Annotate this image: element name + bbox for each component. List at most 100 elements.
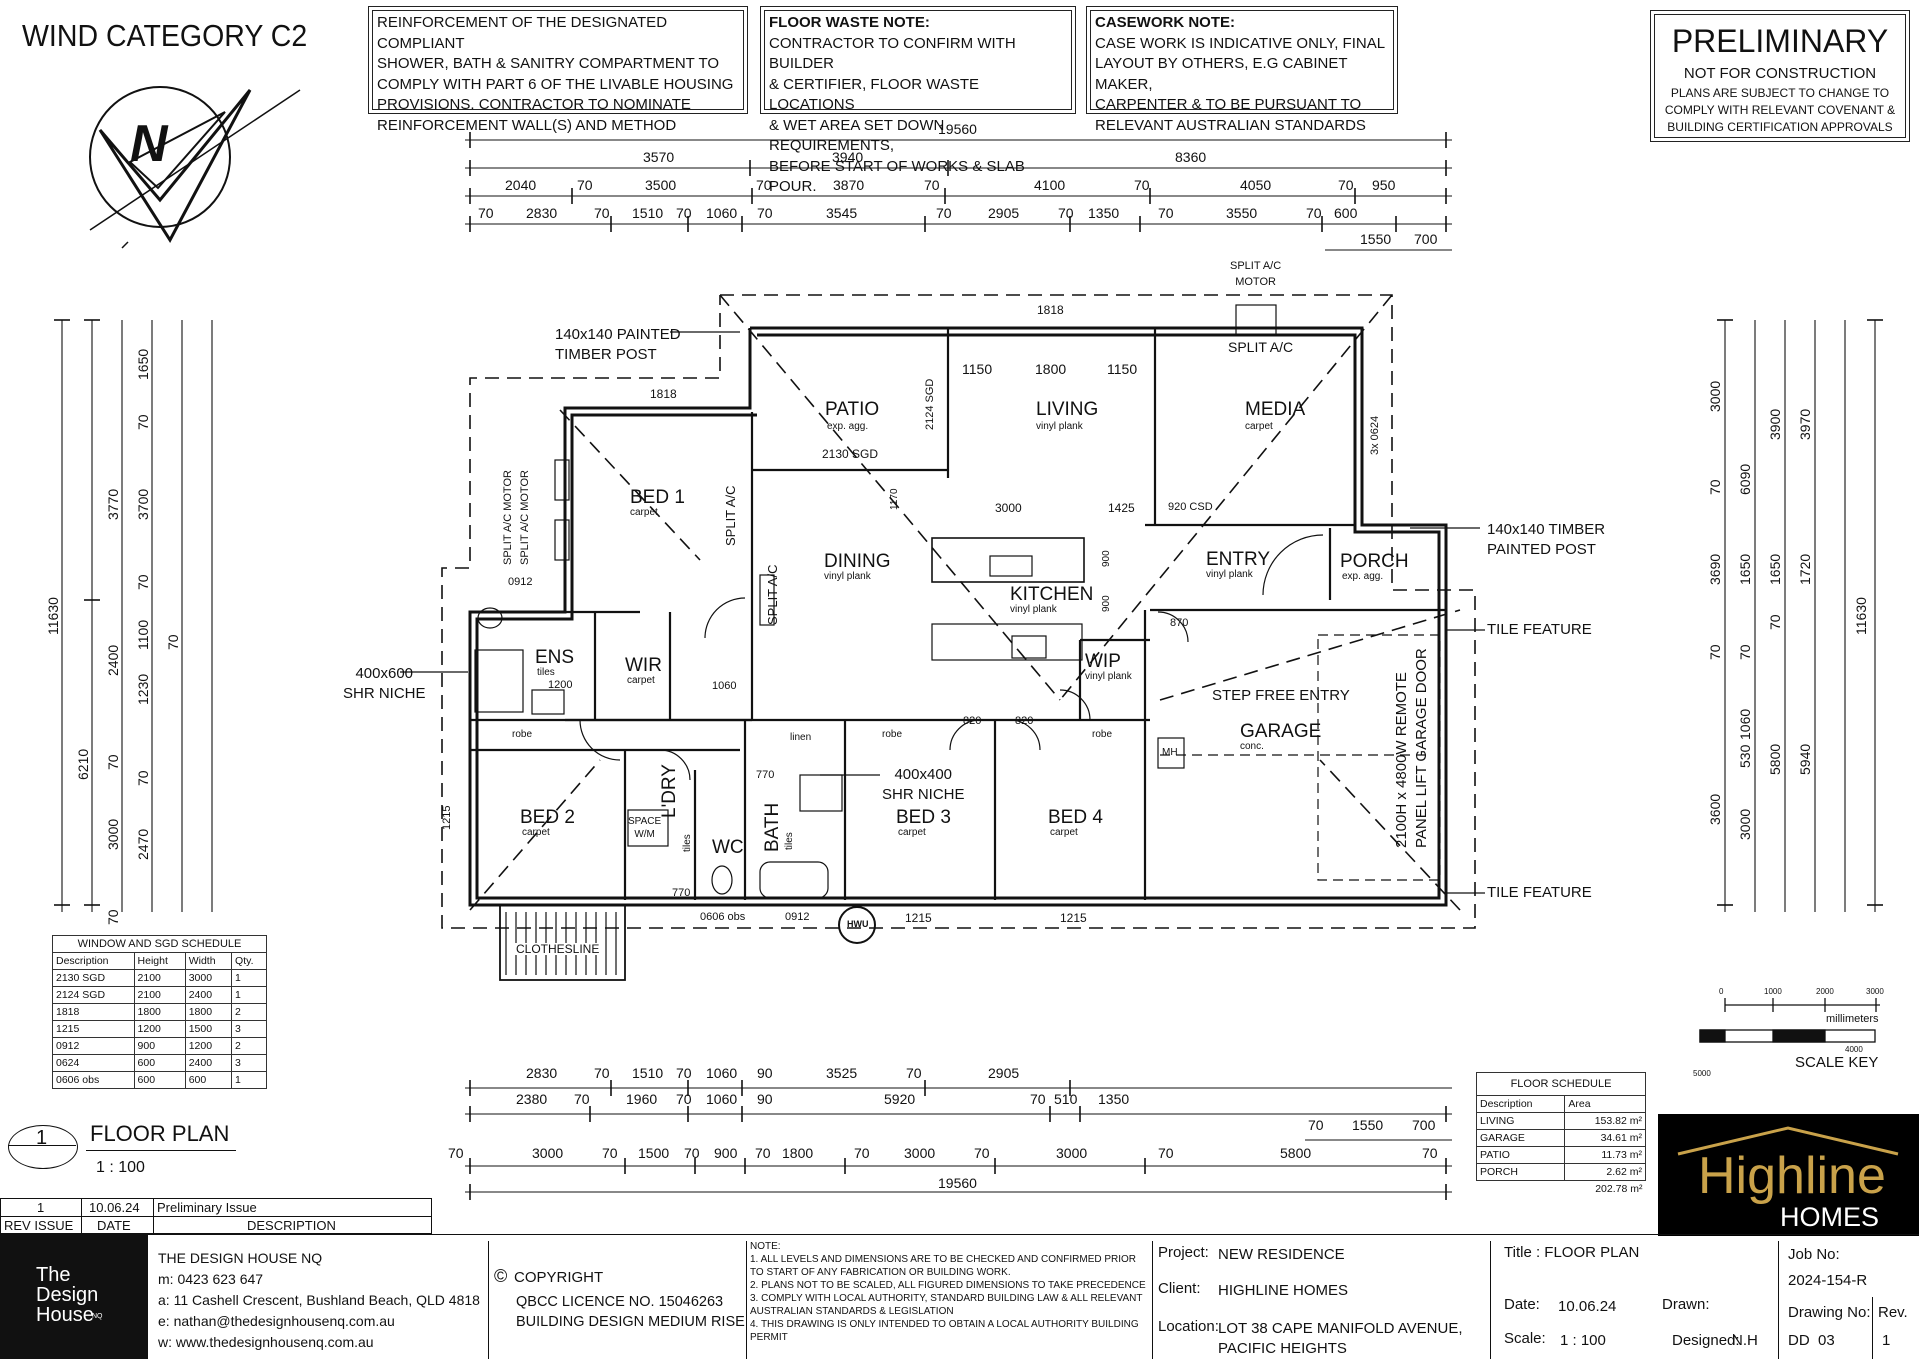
plan-scale: 1 : 100	[96, 1159, 145, 1176]
drawing-title: Title : FLOOR PLAN	[1504, 1244, 1640, 1261]
drawing-no-label: Drawing No:	[1788, 1304, 1871, 1321]
location-label: Location:	[1158, 1318, 1219, 1335]
callout-tile-feature-upper: TILE FEATURE	[1487, 621, 1592, 638]
note-reinforcement-text: REINFORCEMENT OF THE DESIGNATED COMPLIAN…	[377, 14, 734, 134]
floor-schedule-total: 202.78 m²	[1595, 1183, 1643, 1195]
callout-garage-door: 2100H x 4800W REMOTE PANEL LIFT GARAGE D…	[1393, 648, 1430, 848]
callout-step-free-entry: STEP FREE ENTRY	[1212, 687, 1350, 704]
callout-split-ac-top: SPLIT A/C	[1228, 339, 1294, 355]
note-casework: CASEWORK NOTE: CASE WORK IS INDICATIVE O…	[1086, 6, 1398, 134]
callout-split-ac-dining: SPLIT A/C	[765, 564, 780, 625]
general-notes: NOTE: 1. ALL LEVELS AND DIMENSIONS ARE T…	[750, 1241, 1146, 1343]
dim-top-overall: 19560	[938, 121, 977, 137]
callout-split-ac-motor-2: SPLIT A/C MOTOR	[519, 470, 531, 565]
drawn-label: Drawn:	[1662, 1296, 1710, 1313]
callout-split-ac-motor-1: SPLIT A/C MOTOR	[502, 470, 514, 565]
designed-value: N.H	[1732, 1332, 1758, 1349]
designer-address: a: 11 Cashell Crescent, Bushland Beach, …	[158, 1292, 480, 1308]
preliminary-line4: BUILDING CERTIFICATION APPROVALS	[1667, 120, 1893, 134]
callout-shower-niche-ensuite: 400x600 SHR NICHE	[343, 665, 426, 702]
plan-title: FLOOR PLAN	[90, 1121, 230, 1146]
callout-robe-bed4: robe	[1092, 729, 1113, 740]
rev-label: Rev.	[1878, 1304, 1908, 1321]
note-casework-title: CASEWORK NOTE:	[1095, 14, 1235, 31]
designed-label: Designed:	[1672, 1332, 1740, 1349]
designer-phone: m: 0423 623 647	[158, 1271, 264, 1287]
wind-category: WIND CATEGORY C2	[22, 18, 308, 53]
note-floor-waste-title: FLOOR WASTE NOTE:	[769, 14, 930, 31]
designer-logo: The Design House NQ	[0, 1235, 148, 1359]
dim-right-overall: 11630	[1853, 597, 1869, 635]
callout-tile-feature-lower: TILE FEATURE	[1487, 884, 1592, 901]
callout-timber-post-left: 140x140 PAINTED TIMBER POST	[555, 326, 681, 363]
plan-number-circle	[8, 1125, 78, 1169]
dim-bottom-overall: 19560	[938, 1175, 977, 1191]
dim-left-overall: 11630	[45, 597, 61, 635]
compass-north-letter: N	[130, 115, 168, 173]
callout-hwu: HWU	[847, 919, 869, 929]
job-value: 2024-154-R	[1788, 1272, 1868, 1289]
preliminary-line3: COMPLY WITH RELEVANT COVENANT &	[1664, 103, 1896, 117]
callout-manhole: MH	[1162, 747, 1178, 758]
window-schedule: WINDOW AND SGD SCHEDULE Description Heig…	[52, 935, 267, 1089]
note-reinforcement: REINFORCEMENT OF THE DESIGNATED COMPLIAN…	[368, 6, 748, 134]
project-label: Project:	[1158, 1244, 1209, 1261]
title-block: The Design House NQ THE DESIGN HOUSE NQ …	[0, 1234, 1919, 1359]
designer-web: w: www.thedesignhousenq.com.au	[158, 1334, 374, 1350]
copyright-symbol: ©	[494, 1266, 508, 1286]
callout-split-ac-bed1: SPLIT A/C	[723, 485, 738, 546]
location-value: LOT 38 CAPE MANIFOLD AVENUE, PACIFIC HEI…	[1218, 1320, 1463, 1357]
scale-key-units: millimeters	[1826, 1013, 1879, 1025]
note-floor-waste-text: CONTRACTOR TO CONFIRM WITH BUILDER & CER…	[769, 34, 1025, 196]
date-label: Date:	[1504, 1296, 1540, 1313]
callout-linen: linen	[790, 732, 812, 743]
window-schedule-title: WINDOW AND SGD SCHEDULE	[52, 935, 267, 953]
preliminary-title: PRELIMINARY	[1671, 23, 1889, 59]
callout-robe-bed2: robe	[512, 729, 533, 740]
callout-robe-bed3: robe	[882, 729, 903, 740]
copyright-licence: QBCC LICENCE NO. 15046263	[516, 1294, 724, 1310]
designer-email: e: nathan@thedesignhousenq.com.au	[158, 1313, 395, 1329]
client-label: Client:	[1158, 1280, 1201, 1297]
revision-table: 1 10.06.24 Preliminary Issue REV ISSUE D…	[0, 1198, 432, 1234]
copyright-class: BUILDING DESIGN MEDIUM RISE	[516, 1314, 745, 1330]
client-value: HIGHLINE HOMES	[1218, 1282, 1349, 1299]
brand-name: Highline	[1698, 1147, 1886, 1205]
copyright-title: COPYRIGHT	[514, 1269, 604, 1286]
drawing-no-value: DD 03	[1788, 1332, 1835, 1349]
callout-clothesline: CLOTHESLINE	[514, 942, 602, 956]
scale-key-label: SCALE KEY	[1795, 1054, 1879, 1071]
note-casework-text: CASE WORK IS INDICATIVE ONLY, FINAL LAYO…	[1095, 34, 1386, 134]
scale-label: Scale:	[1504, 1330, 1546, 1347]
callout-space-wm: SPACE W/M	[628, 816, 662, 840]
callout-split-ac-motor-top: SPLIT A/C MOTOR	[1230, 260, 1282, 288]
brand-logo: Highline HOMES	[1658, 1114, 1919, 1236]
floor-schedule-title: FLOOR SCHEDULE	[1476, 1072, 1646, 1096]
rev-value: 1	[1882, 1332, 1891, 1349]
preliminary-line1: NOT FOR CONSTRUCTION	[1683, 65, 1877, 82]
callout-timber-post-right: 140x140 TIMBER PAINTED POST	[1487, 521, 1606, 558]
scale-value: 1 : 100	[1560, 1332, 1606, 1349]
job-label: Job No:	[1788, 1246, 1840, 1263]
north-compass	[89, 86, 301, 249]
brand-sub: HOMES	[1780, 1202, 1880, 1232]
plan-number: 1	[36, 1127, 48, 1149]
designer-name: THE DESIGN HOUSE NQ	[158, 1250, 323, 1266]
brand-roof-icon	[1677, 1126, 1899, 1156]
project-value: NEW RESIDENCE	[1218, 1246, 1345, 1263]
note-floor-waste: FLOOR WASTE NOTE: CONTRACTOR TO CONFIRM …	[760, 6, 1076, 195]
date-value: 10.06.24	[1558, 1298, 1617, 1315]
preliminary-line2: PLANS ARE SUBJECT TO CHANGE TO	[1670, 86, 1890, 100]
